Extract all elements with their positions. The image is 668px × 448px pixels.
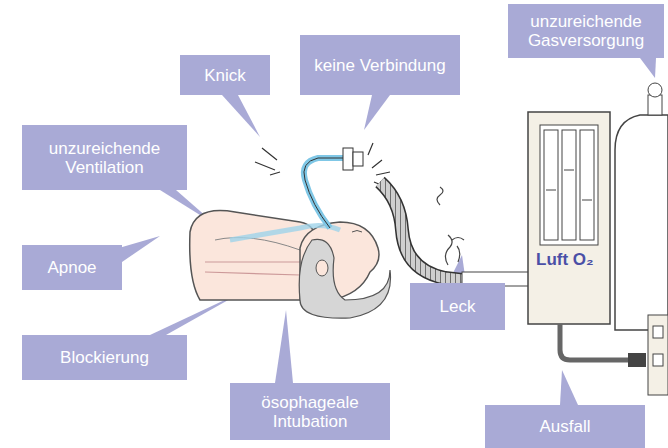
callout-box: Apnoe — [22, 245, 122, 290]
callout-text: Apnoe — [47, 258, 96, 277]
callout-text: Leck — [440, 297, 476, 316]
device-label: Luft O₂ — [536, 250, 594, 270]
callout-text: unzureichende Gasversorgung — [516, 12, 656, 50]
callout-text: unzureichende Ventilation — [30, 139, 179, 177]
gas-cylinder — [615, 83, 668, 395]
callout-box: unzureichende Gasversorgung — [508, 4, 664, 58]
breathing-hose — [380, 182, 532, 286]
callout-text: ösophageale Intubation — [238, 393, 382, 431]
callout-text: Ausfall — [539, 417, 590, 436]
callout-box: Blockierung — [22, 335, 187, 380]
patient — [190, 211, 391, 319]
callout-box: ösophageale Intubation — [230, 383, 390, 440]
callout-box: unzureichende Ventilation — [22, 125, 187, 190]
callout-box: Ausfall — [485, 405, 645, 448]
callout-text: keine Verbindung — [314, 56, 445, 75]
callout-tails — [112, 58, 656, 405]
callout-box: Knick — [180, 55, 270, 95]
callout-text: Knick — [204, 66, 246, 85]
callout-text: Blockierung — [60, 348, 149, 367]
callout-box: Leck — [410, 283, 505, 330]
endotracheal-tube — [255, 143, 390, 228]
callout-box: keine Verbindung — [300, 35, 460, 95]
